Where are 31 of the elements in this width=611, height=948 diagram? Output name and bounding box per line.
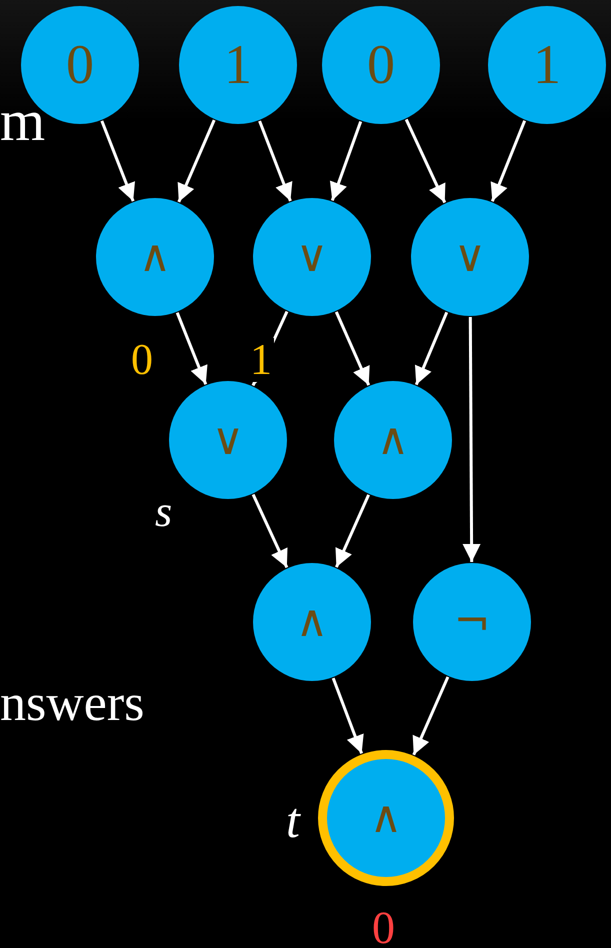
gate-symbol: ∨	[212, 418, 244, 462]
arrow	[414, 312, 448, 386]
gate-symbol: ∧	[376, 418, 410, 462]
arrow	[334, 311, 370, 386]
arrow	[176, 312, 208, 385]
output-value: 0	[372, 905, 395, 948]
arrow	[258, 120, 292, 202]
slide-text: nswers	[0, 678, 144, 730]
arrow	[404, 118, 446, 204]
input-value: 0	[367, 37, 395, 93]
gate-symbol: ∨	[296, 235, 328, 279]
arrow	[412, 676, 450, 756]
node-name: t	[286, 795, 300, 845]
gate-symbol: ∧	[138, 235, 172, 279]
gate-symbol: ∨	[454, 235, 486, 279]
input-value: 0	[66, 37, 94, 93]
input-value: 1	[224, 37, 252, 93]
gate-symbol: ¬	[454, 600, 490, 644]
arrow	[100, 120, 135, 202]
gate-symbol: ∧	[296, 600, 328, 644]
arrow	[252, 494, 288, 568]
arrow	[177, 119, 216, 203]
arrow	[490, 120, 526, 202]
arrow	[330, 120, 362, 202]
node-name: s	[155, 490, 172, 534]
arrow	[335, 494, 370, 568]
slide-text: m	[0, 92, 46, 150]
arrow	[332, 678, 364, 754]
arrow	[462, 317, 481, 562]
gate-symbol: ∧	[370, 796, 402, 840]
input-value: 1	[533, 37, 561, 93]
